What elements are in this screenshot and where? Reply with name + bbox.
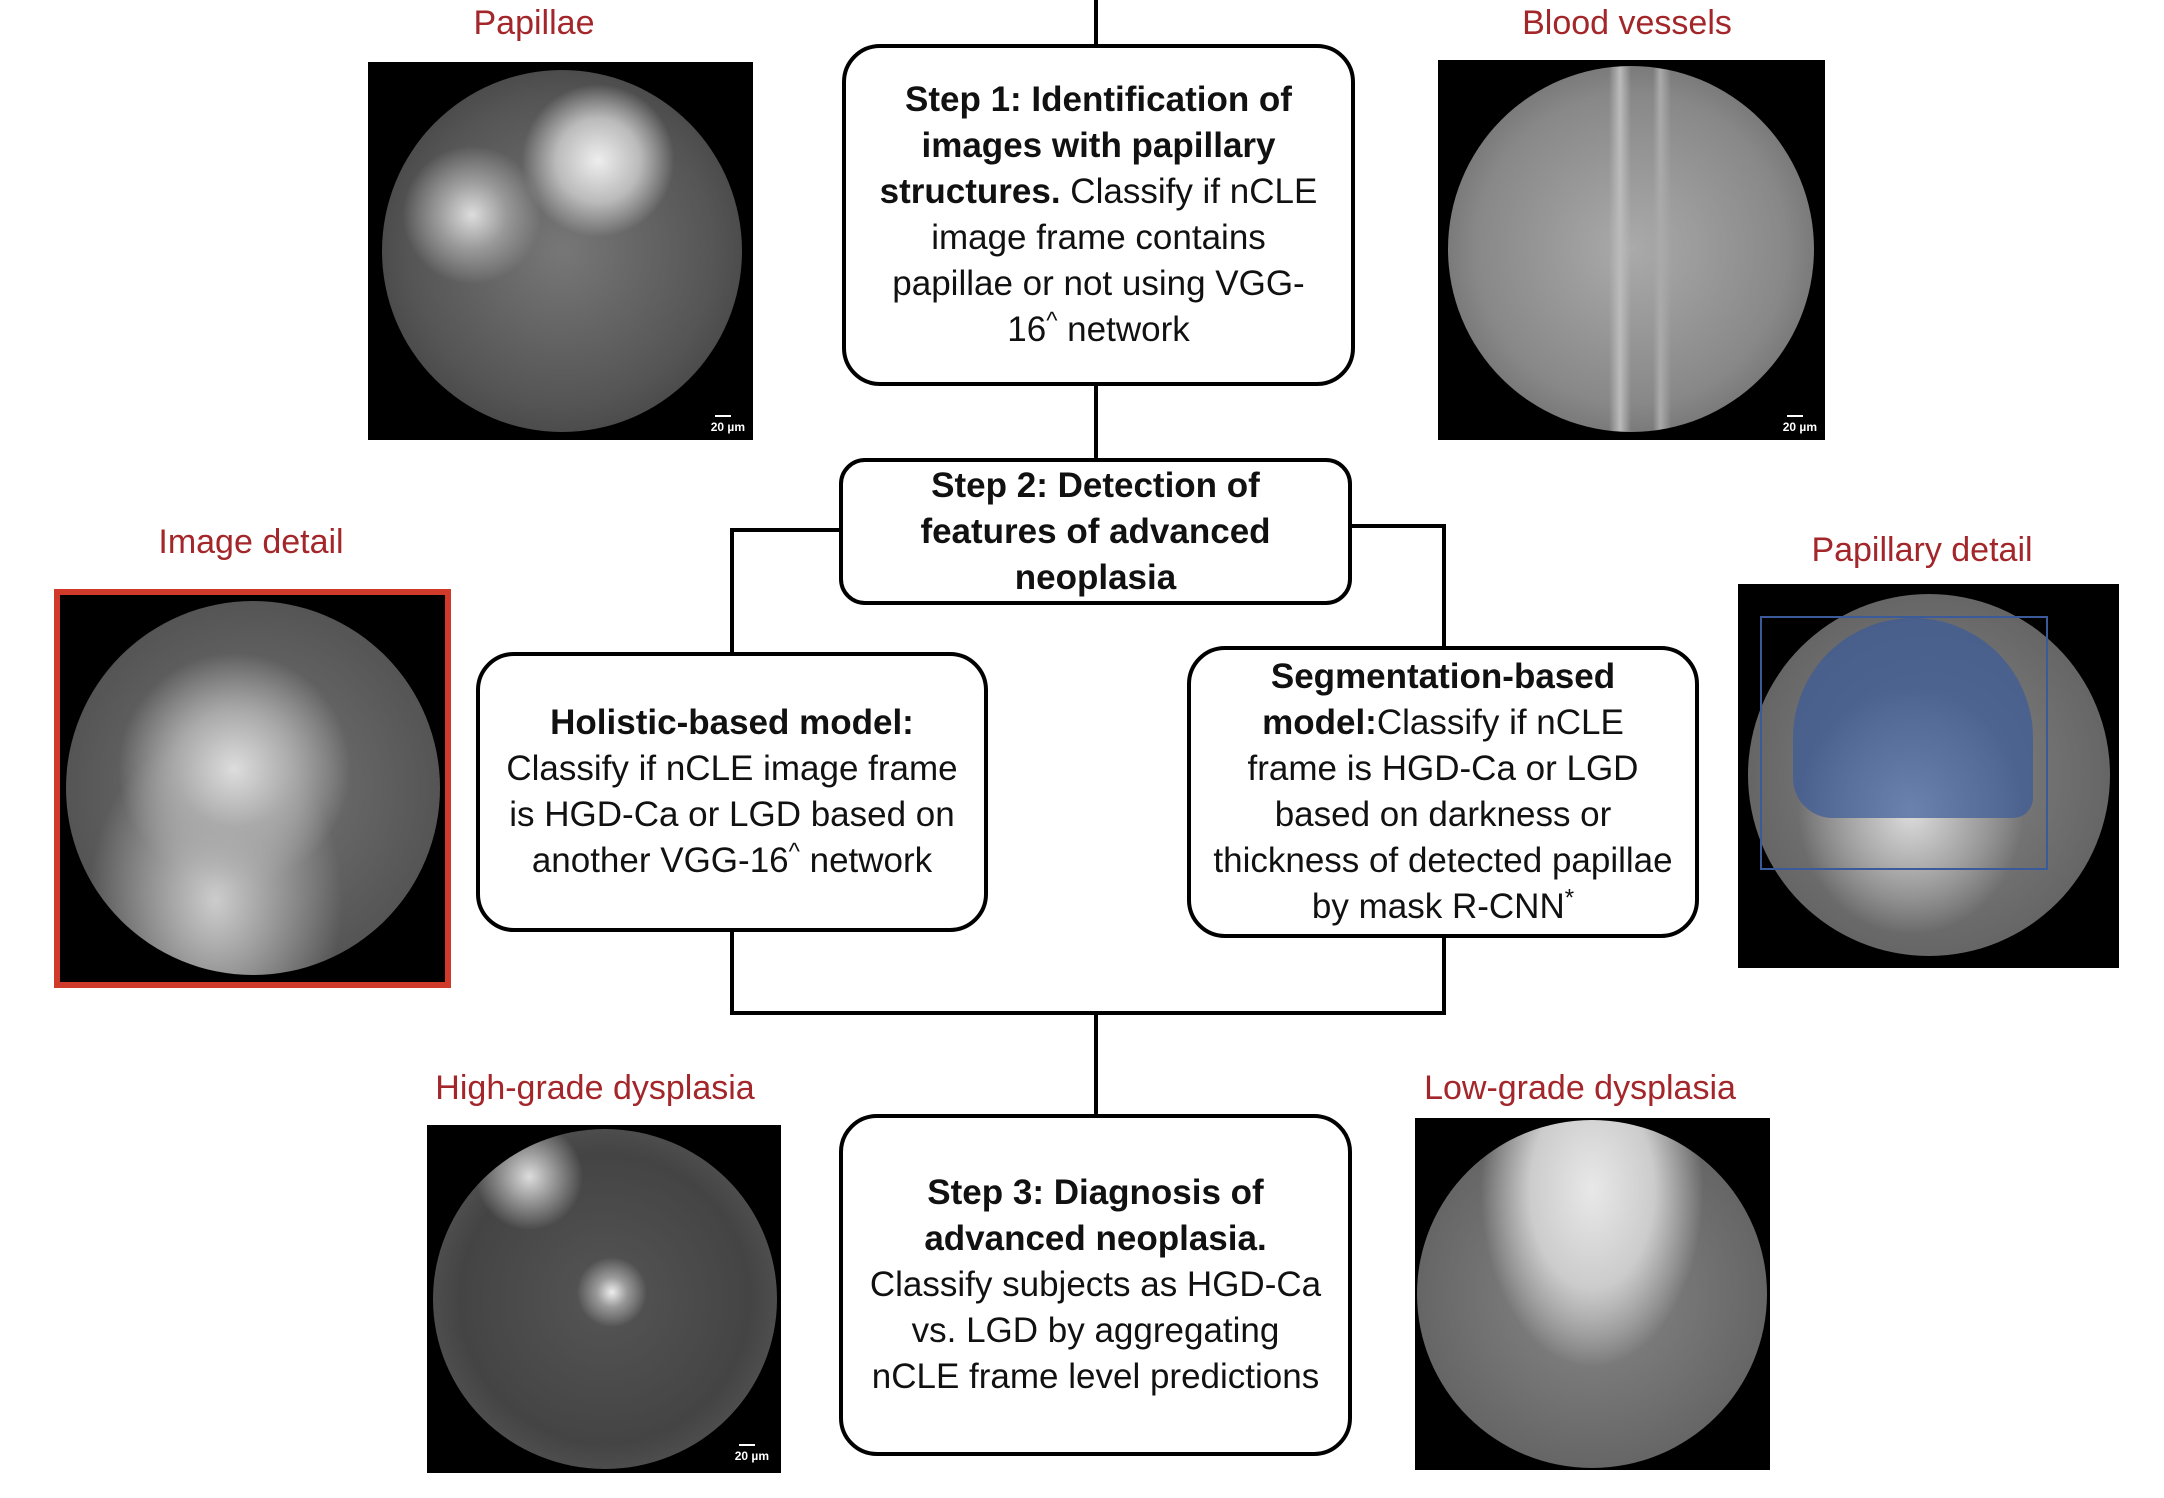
connector-step2-right-v — [1442, 524, 1446, 648]
high-grade-scale: 20 µm — [734, 1444, 769, 1463]
holistic-sup: ^ — [788, 838, 800, 866]
holistic-title: Holistic-based model: — [550, 703, 914, 742]
papillary-detail-label: Papillary detail — [1811, 531, 2033, 569]
papillary-detail-image — [1738, 584, 2119, 968]
image-detail-image — [54, 589, 451, 988]
papillae-image: 20 µm — [368, 62, 753, 440]
connector-step3 — [1094, 1011, 1098, 1116]
connector-holistic-down — [730, 930, 734, 1015]
connector-step1-step2 — [1094, 384, 1098, 460]
step3-text: Classify subjects as HGD-Ca vs. LGD by a… — [869, 1265, 1322, 1396]
step1-sup: ^ — [1046, 307, 1058, 335]
step2-title: Step 2: Detection of features of advance… — [920, 465, 1271, 597]
connector-merge-h — [730, 1011, 1446, 1015]
step1-tail: network — [1057, 310, 1190, 349]
segmentation-title: Segmentation-based model: — [1262, 657, 1616, 742]
segmentation-box: Segmentation-based model:Classify if nCL… — [1187, 646, 1699, 938]
step1-title: Step 1: Identification of images with pa… — [879, 80, 1292, 211]
papillae-scale: 20 µm — [710, 415, 745, 434]
holistic-box: Holistic-based model: Classify if nCLE i… — [476, 652, 988, 932]
high-grade-image: 20 µm — [427, 1125, 781, 1473]
high-grade-label: High-grade dysplasia — [435, 1069, 755, 1107]
blood-vessels-image: 20 µm — [1438, 60, 1825, 440]
segmentation-text: Classify if nCLE frame is HGD-Ca or LGD … — [1213, 703, 1673, 926]
connector-segmentation-down — [1442, 936, 1446, 1015]
connector-step2-left-h — [730, 528, 842, 532]
low-grade-image — [1415, 1118, 1770, 1470]
segmentation-sup: * — [1564, 884, 1575, 912]
step3-box: Step 3: Diagnosis of advanced neoplasia.… — [839, 1114, 1352, 1456]
segmentation-bbox — [1760, 616, 2048, 870]
image-detail-label: Image detail — [158, 523, 344, 561]
blood-vessels-scale: 20 µm — [1782, 415, 1817, 434]
connector-step2-right-h — [1350, 524, 1446, 528]
segmentation-mask — [1793, 618, 2033, 818]
connector-step2-left-v — [730, 528, 734, 654]
connector-top — [1094, 0, 1098, 46]
low-grade-label: Low-grade dysplasia — [1424, 1069, 1736, 1107]
holistic-text: Classify if nCLE image frame is HGD-Ca o… — [506, 749, 958, 880]
step3-title: Step 3: Diagnosis of advanced neoplasia. — [924, 1173, 1267, 1258]
holistic-tail: network — [799, 841, 933, 880]
step1-text: Classify if nCLE image frame contains pa… — [892, 172, 1318, 349]
step2-box: Step 2: Detection of features of advance… — [839, 458, 1352, 605]
step1-box: Step 1: Identification of images with pa… — [842, 44, 1355, 386]
blood-vessels-label: Blood vessels — [1522, 4, 1732, 42]
papillae-label: Papillae — [473, 4, 595, 42]
